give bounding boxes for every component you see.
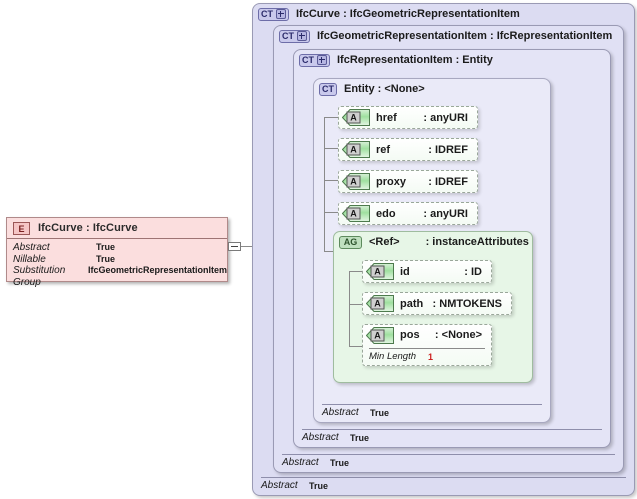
property-row-abstract: Abstract True xyxy=(13,242,227,254)
property-value: True xyxy=(96,253,116,264)
property-row-nillable: Nillable True xyxy=(13,254,227,266)
attribute-name: id xyxy=(400,265,410,278)
facet-key: Min Length xyxy=(369,351,417,362)
svg-text:A: A xyxy=(374,331,381,341)
attributegroup-header: AG <Ref> : instanceAttributes xyxy=(334,232,532,252)
svg-text:A: A xyxy=(350,177,357,187)
element-title: IfcCurve : IfcCurve xyxy=(38,222,138,234)
attribute-row-path[interactable]: A path : NMTOKENS xyxy=(362,292,512,315)
tree-branch-line xyxy=(349,271,362,272)
attribute-row-proxy[interactable]: A proxy : IDREF xyxy=(338,170,478,193)
attribute-badge-icon: A xyxy=(366,295,394,312)
complextype-header: CT IfcGeometricRepresentationItem : IfcR… xyxy=(274,26,623,46)
attribute-name: edo xyxy=(376,207,396,220)
complextype-title: Entity : <None> xyxy=(344,83,425,95)
attribute-name: href xyxy=(376,111,397,124)
element-badge-icon: E xyxy=(13,221,30,235)
complextype-header: CT IfcRepresentationItem : Entity xyxy=(294,50,610,70)
attribute-badge-icon: A xyxy=(342,173,370,190)
svg-text:A: A xyxy=(350,113,357,123)
attribute-type: : anyURI xyxy=(423,207,468,220)
badge-label: CT xyxy=(302,55,314,65)
expand-plus-icon[interactable] xyxy=(276,9,286,19)
attributegroup-type: : instanceAttributes xyxy=(425,236,529,248)
attribute-row-pos[interactable]: A pos : <None> Min Length 1 xyxy=(362,324,492,366)
complextype-footer-abstract: Abstract True xyxy=(322,404,542,418)
complextype-title: IfcCurve : IfcGeometricRepresentationIte… xyxy=(296,8,520,20)
badge-label: CT xyxy=(261,9,273,19)
tree-branch-line xyxy=(349,346,362,347)
attribute-badge-icon: A xyxy=(342,141,370,158)
attribute-type: : <None> xyxy=(434,329,482,341)
complextype-title: IfcRepresentationItem : Entity xyxy=(337,54,493,66)
complextype-header: CT Entity : <None> xyxy=(314,79,550,99)
facet-value: 1 xyxy=(428,351,434,362)
badge-label: CT xyxy=(282,31,294,41)
complextype-footer-abstract: Abstract True xyxy=(261,477,626,491)
complextype-title: IfcGeometricRepresentationItem : IfcRepr… xyxy=(317,30,613,42)
tree-branch-line xyxy=(324,117,338,118)
attribute-badge-icon: A xyxy=(342,205,370,222)
expand-plus-icon[interactable] xyxy=(297,31,307,41)
tree-branch-line xyxy=(324,180,338,181)
svg-text:A: A xyxy=(374,267,381,277)
tree-branch-line xyxy=(324,148,338,149)
footer-key: Abstract xyxy=(322,407,359,418)
attribute-name: path xyxy=(400,297,424,310)
footer-value: True xyxy=(330,457,350,468)
property-key: Substitution Group xyxy=(13,265,66,288)
footer-key: Abstract xyxy=(261,480,298,491)
tree-branch-line xyxy=(324,212,338,213)
complextype-footer-abstract: Abstract True xyxy=(302,429,602,443)
badge-label: CT xyxy=(322,84,334,94)
tree-trunk-line xyxy=(349,271,350,346)
attribute-type: : NMTOKENS xyxy=(432,297,502,310)
footer-value: True xyxy=(370,407,390,418)
complextype-badge-icon[interactable]: CT xyxy=(258,7,289,21)
attribute-row-href[interactable]: A href : anyURI xyxy=(338,106,478,129)
attributegroup-badge-icon: AG xyxy=(339,235,362,249)
footer-value: True xyxy=(309,480,329,491)
collapse-expand-toggle[interactable] xyxy=(228,242,241,251)
svg-text:A: A xyxy=(350,209,357,219)
facet-row-min-length: Min Length 1 xyxy=(369,348,485,362)
complextype-badge-icon[interactable]: CT xyxy=(279,29,310,43)
complextype-footer-abstract: Abstract True xyxy=(282,454,615,468)
footer-value: True xyxy=(350,432,370,443)
property-key: Abstract xyxy=(13,242,50,253)
attribute-name: ref xyxy=(376,143,391,156)
element-box-header: E IfcCurve : IfcCurve xyxy=(7,218,227,239)
element-properties: Abstract True Nillable True Substitution… xyxy=(7,239,227,288)
tree-branch-line xyxy=(349,304,362,305)
attribute-type: : anyURI xyxy=(423,111,468,124)
attribute-badge-icon: A xyxy=(366,263,394,280)
complextype-badge-icon[interactable]: CT xyxy=(319,82,337,96)
property-row-substitution-group: Substitution Group IfcGeometricRepresent… xyxy=(13,265,227,288)
property-value: True xyxy=(96,242,116,252)
complextype-header: CT IfcCurve : IfcGeometricRepresentation… xyxy=(253,4,634,24)
expand-plus-icon[interactable] xyxy=(317,55,327,65)
property-key: Nillable xyxy=(13,253,46,265)
tree-trunk-line xyxy=(324,117,325,251)
attribute-type: : ID xyxy=(464,265,482,278)
element-box-ifccurve[interactable]: E IfcCurve : IfcCurve Abstract True Nill… xyxy=(6,217,228,288)
attribute-row-ref[interactable]: A ref : IDREF xyxy=(338,138,478,161)
footer-key: Abstract xyxy=(282,457,319,468)
attribute-badge-icon: A xyxy=(366,327,394,344)
attribute-badge-icon: A xyxy=(342,109,370,126)
property-value: IfcGeometricRepresentationItem xyxy=(87,265,227,275)
attribute-name: pos xyxy=(400,329,420,341)
attribute-type: : IDREF xyxy=(428,175,468,188)
svg-text:A: A xyxy=(374,299,381,309)
footer-key: Abstract xyxy=(302,432,339,443)
complextype-badge-icon[interactable]: CT xyxy=(299,53,330,67)
tree-branch-line xyxy=(324,251,336,252)
attribute-name: proxy xyxy=(376,175,406,188)
attribute-row-id[interactable]: A id : ID xyxy=(362,260,492,283)
svg-text:A: A xyxy=(350,145,357,155)
attributegroup-title: <Ref> xyxy=(369,236,400,248)
attribute-row-edo[interactable]: A edo : anyURI xyxy=(338,202,478,225)
attribute-type: : IDREF xyxy=(428,143,468,156)
